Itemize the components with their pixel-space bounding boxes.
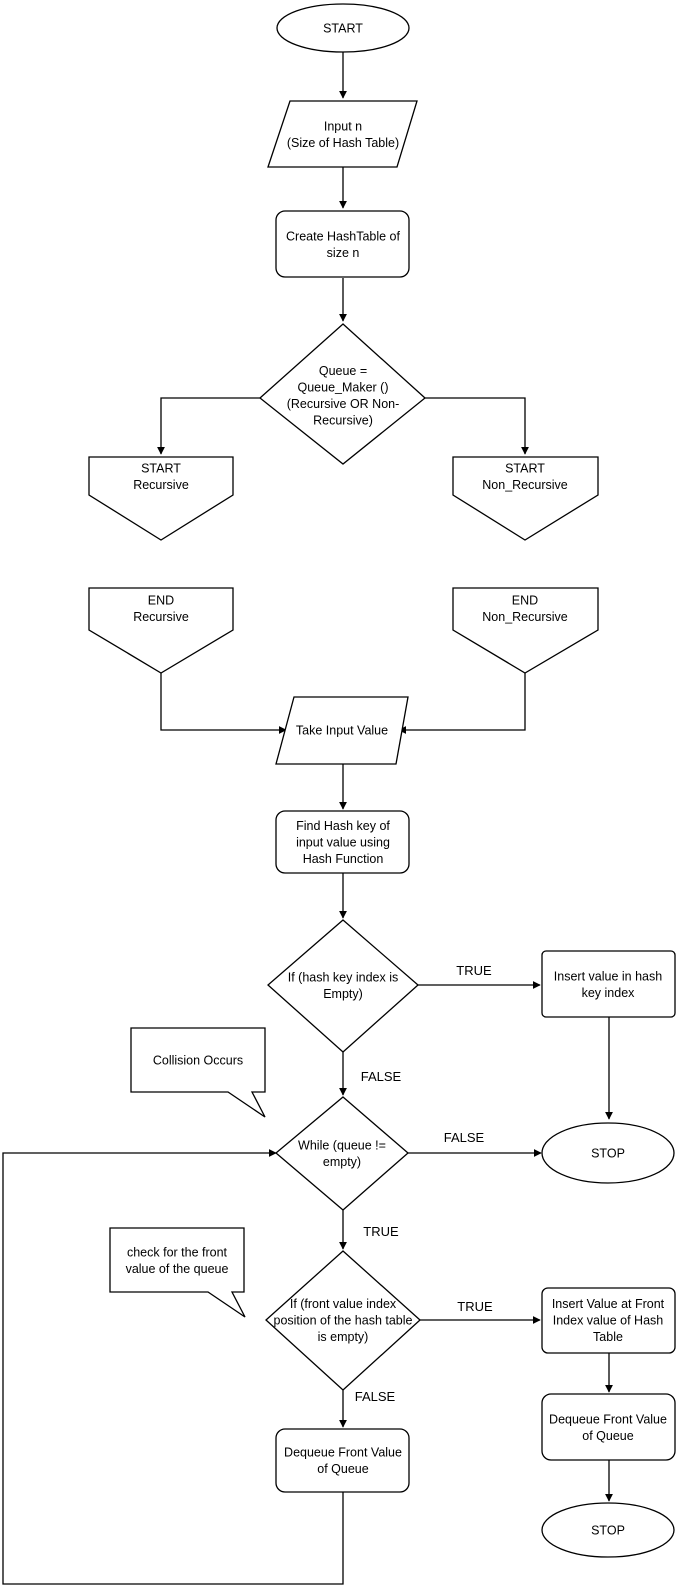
input-n-line-1: Input n [324, 119, 362, 133]
if-empty-line-1: If (hash key index is [288, 970, 398, 984]
dequeue-right-label: Dequeue Front Value of Queue [549, 1412, 667, 1443]
start-recursive-label: START Recursive [133, 461, 189, 492]
if-front-decision: If (front value index position of the has… [265, 1250, 421, 1391]
dequeue-right-line-2: of Queue [582, 1429, 633, 1443]
if-empty-label: If (hash key index is Empty) [288, 970, 398, 1001]
if-empty-false-label: FALSE [361, 1069, 402, 1084]
create-hashtable-process: Create HashTable of size n [275, 210, 410, 278]
stop-2-label: STOP [591, 1524, 625, 1538]
check-front-callout: check for the front value of the queue [109, 1227, 246, 1318]
find-hash-line-1: Find Hash key of [296, 819, 390, 833]
stop-1-line-1: STOP [591, 1147, 625, 1161]
create-table-line-1: Create HashTable of [286, 229, 400, 243]
check-note-label: check for the front value of the queue [126, 1245, 229, 1276]
insert-front-line-1: Insert Value at Front [552, 1297, 665, 1311]
insert-front-line-3: Table [593, 1330, 623, 1344]
queue-maker-line-1: Queue = [319, 364, 367, 378]
input-n-line-2: (Size of Hash Table) [287, 136, 399, 150]
take-input-label: Take Input Value [296, 724, 388, 738]
stop-1-label: STOP [591, 1147, 625, 1161]
end-recursive-offpage: END Recursive [88, 587, 234, 674]
input-n-label: Input n (Size of Hash Table) [287, 119, 399, 150]
note-check-line-2: value of the queue [126, 1262, 229, 1276]
collision-note-label: Collision Occurs [153, 1054, 243, 1068]
queue-maker-label: Queue = Queue_Maker () (Recursive OR Non- R… [287, 364, 400, 428]
collision-callout: Collision Occurs [130, 1027, 266, 1118]
start-recursive-line-1: START [141, 461, 181, 475]
start-terminator: START [276, 3, 410, 53]
if-empty-line-2: Empty) [323, 987, 363, 1001]
input-n-parallelogram: Input n (Size of Hash Table) [267, 100, 418, 168]
if-front-line-1: If (front value index [290, 1297, 397, 1311]
stop-terminator-1: STOP [541, 1122, 675, 1184]
end-non-recursive-label: END Non_Recursive [482, 593, 568, 624]
if-front-label: If (front value index position of the has… [274, 1297, 413, 1344]
insert-hash-line-1: Insert value in hash [554, 969, 662, 983]
while-false-label: FALSE [444, 1130, 485, 1145]
start-non-recursive-offpage: START Non_Recursive [452, 456, 599, 541]
start-recursive-line-2: Recursive [133, 478, 189, 492]
dequeue-right-process: Dequeue Front Value of Queue [541, 1393, 676, 1461]
insert-front-line-2: Index value of Hash [553, 1314, 664, 1328]
dequeue-left-process: Dequeue Front Value of Queue [275, 1428, 410, 1493]
dequeue-left-line-2: of Queue [317, 1462, 368, 1476]
queue-maker-line-3: (Recursive OR Non- [287, 397, 400, 411]
start-recursive-offpage: START Recursive [88, 456, 234, 541]
end-recursive-label: END Recursive [133, 593, 189, 624]
if-front-true-label: TRUE [457, 1299, 493, 1314]
insert-hash-process: Insert value in hash key index [541, 950, 676, 1018]
take-input-parallelogram: Take Input Value [275, 696, 409, 765]
edge-labels: TRUE FALSE FALSE TRUE TRUE FALSE [355, 963, 493, 1404]
stop-2-line-1: STOP [591, 1524, 625, 1538]
dequeue-left-line-1: Dequeue Front Value [284, 1445, 402, 1459]
start-line-1: START [323, 22, 363, 36]
edge-end-recursive-to-take-input [160, 673, 287, 734]
take-input-line-1: Take Input Value [296, 724, 388, 738]
note-collision-line-1: Collision Occurs [153, 1054, 243, 1068]
while-queue-label: While (queue != empty) [298, 1138, 386, 1169]
if-empty-true-label: TRUE [456, 963, 492, 978]
find-hash-line-3: Hash Function [303, 852, 384, 866]
queue-maker-line-2: Queue_Maker () [297, 380, 388, 394]
end-non-recursive-offpage: END Non_Recursive [452, 587, 599, 674]
end-non-recursive-line-2: Non_Recursive [482, 610, 568, 624]
queue-maker-line-4: Recursive) [313, 413, 373, 427]
create-hashtable-label: Create HashTable of size n [286, 229, 400, 259]
insert-hash-label: Insert value in hash key index [554, 969, 662, 1000]
while-queue-line-1: While (queue != [298, 1138, 386, 1152]
if-front-line-3: is empty) [318, 1330, 369, 1344]
dequeue-right-line-1: Dequeue Front Value [549, 1412, 667, 1426]
edge-queue-maker-to-start-non-recursive [425, 397, 529, 455]
start-non-recursive-label: START Non_Recursive [482, 461, 568, 492]
start-label: START [323, 22, 363, 36]
insert-hash-line-2: key index [582, 986, 636, 1000]
edge-end-non-recursive-to-take-input [398, 673, 526, 734]
while-queue-line-2: empty) [323, 1155, 361, 1169]
note-check-line-1: check for the front [127, 1245, 228, 1259]
end-recursive-line-1: END [148, 593, 174, 607]
if-front-false-label: FALSE [355, 1389, 396, 1404]
end-recursive-line-2: Recursive [133, 610, 189, 624]
stop-terminator-2: STOP [541, 1502, 675, 1558]
if-front-line-2: position of the hash table [274, 1314, 413, 1328]
queue-maker-decision: Queue = Queue_Maker () (Recursive OR Non- R… [258, 323, 427, 465]
connectors [2, 52, 613, 1585]
create-table-line-2: size n [327, 246, 360, 260]
edge-queue-maker-to-start-recursive [157, 397, 260, 455]
if-empty-decision: If (hash key index is Empty) [267, 919, 419, 1053]
end-non-recursive-line-1: END [512, 593, 538, 607]
edge-loop-back-to-while [2, 1149, 344, 1585]
while-queue-decision: While (queue != empty) [274, 1096, 409, 1211]
find-hash-line-2: input value using [296, 836, 390, 850]
while-true-label: TRUE [363, 1224, 399, 1239]
start-non-recursive-line-1: START [505, 461, 545, 475]
start-non-recursive-line-2: Non_Recursive [482, 478, 568, 492]
dequeue-left-label: Dequeue Front Value of Queue [284, 1445, 402, 1476]
